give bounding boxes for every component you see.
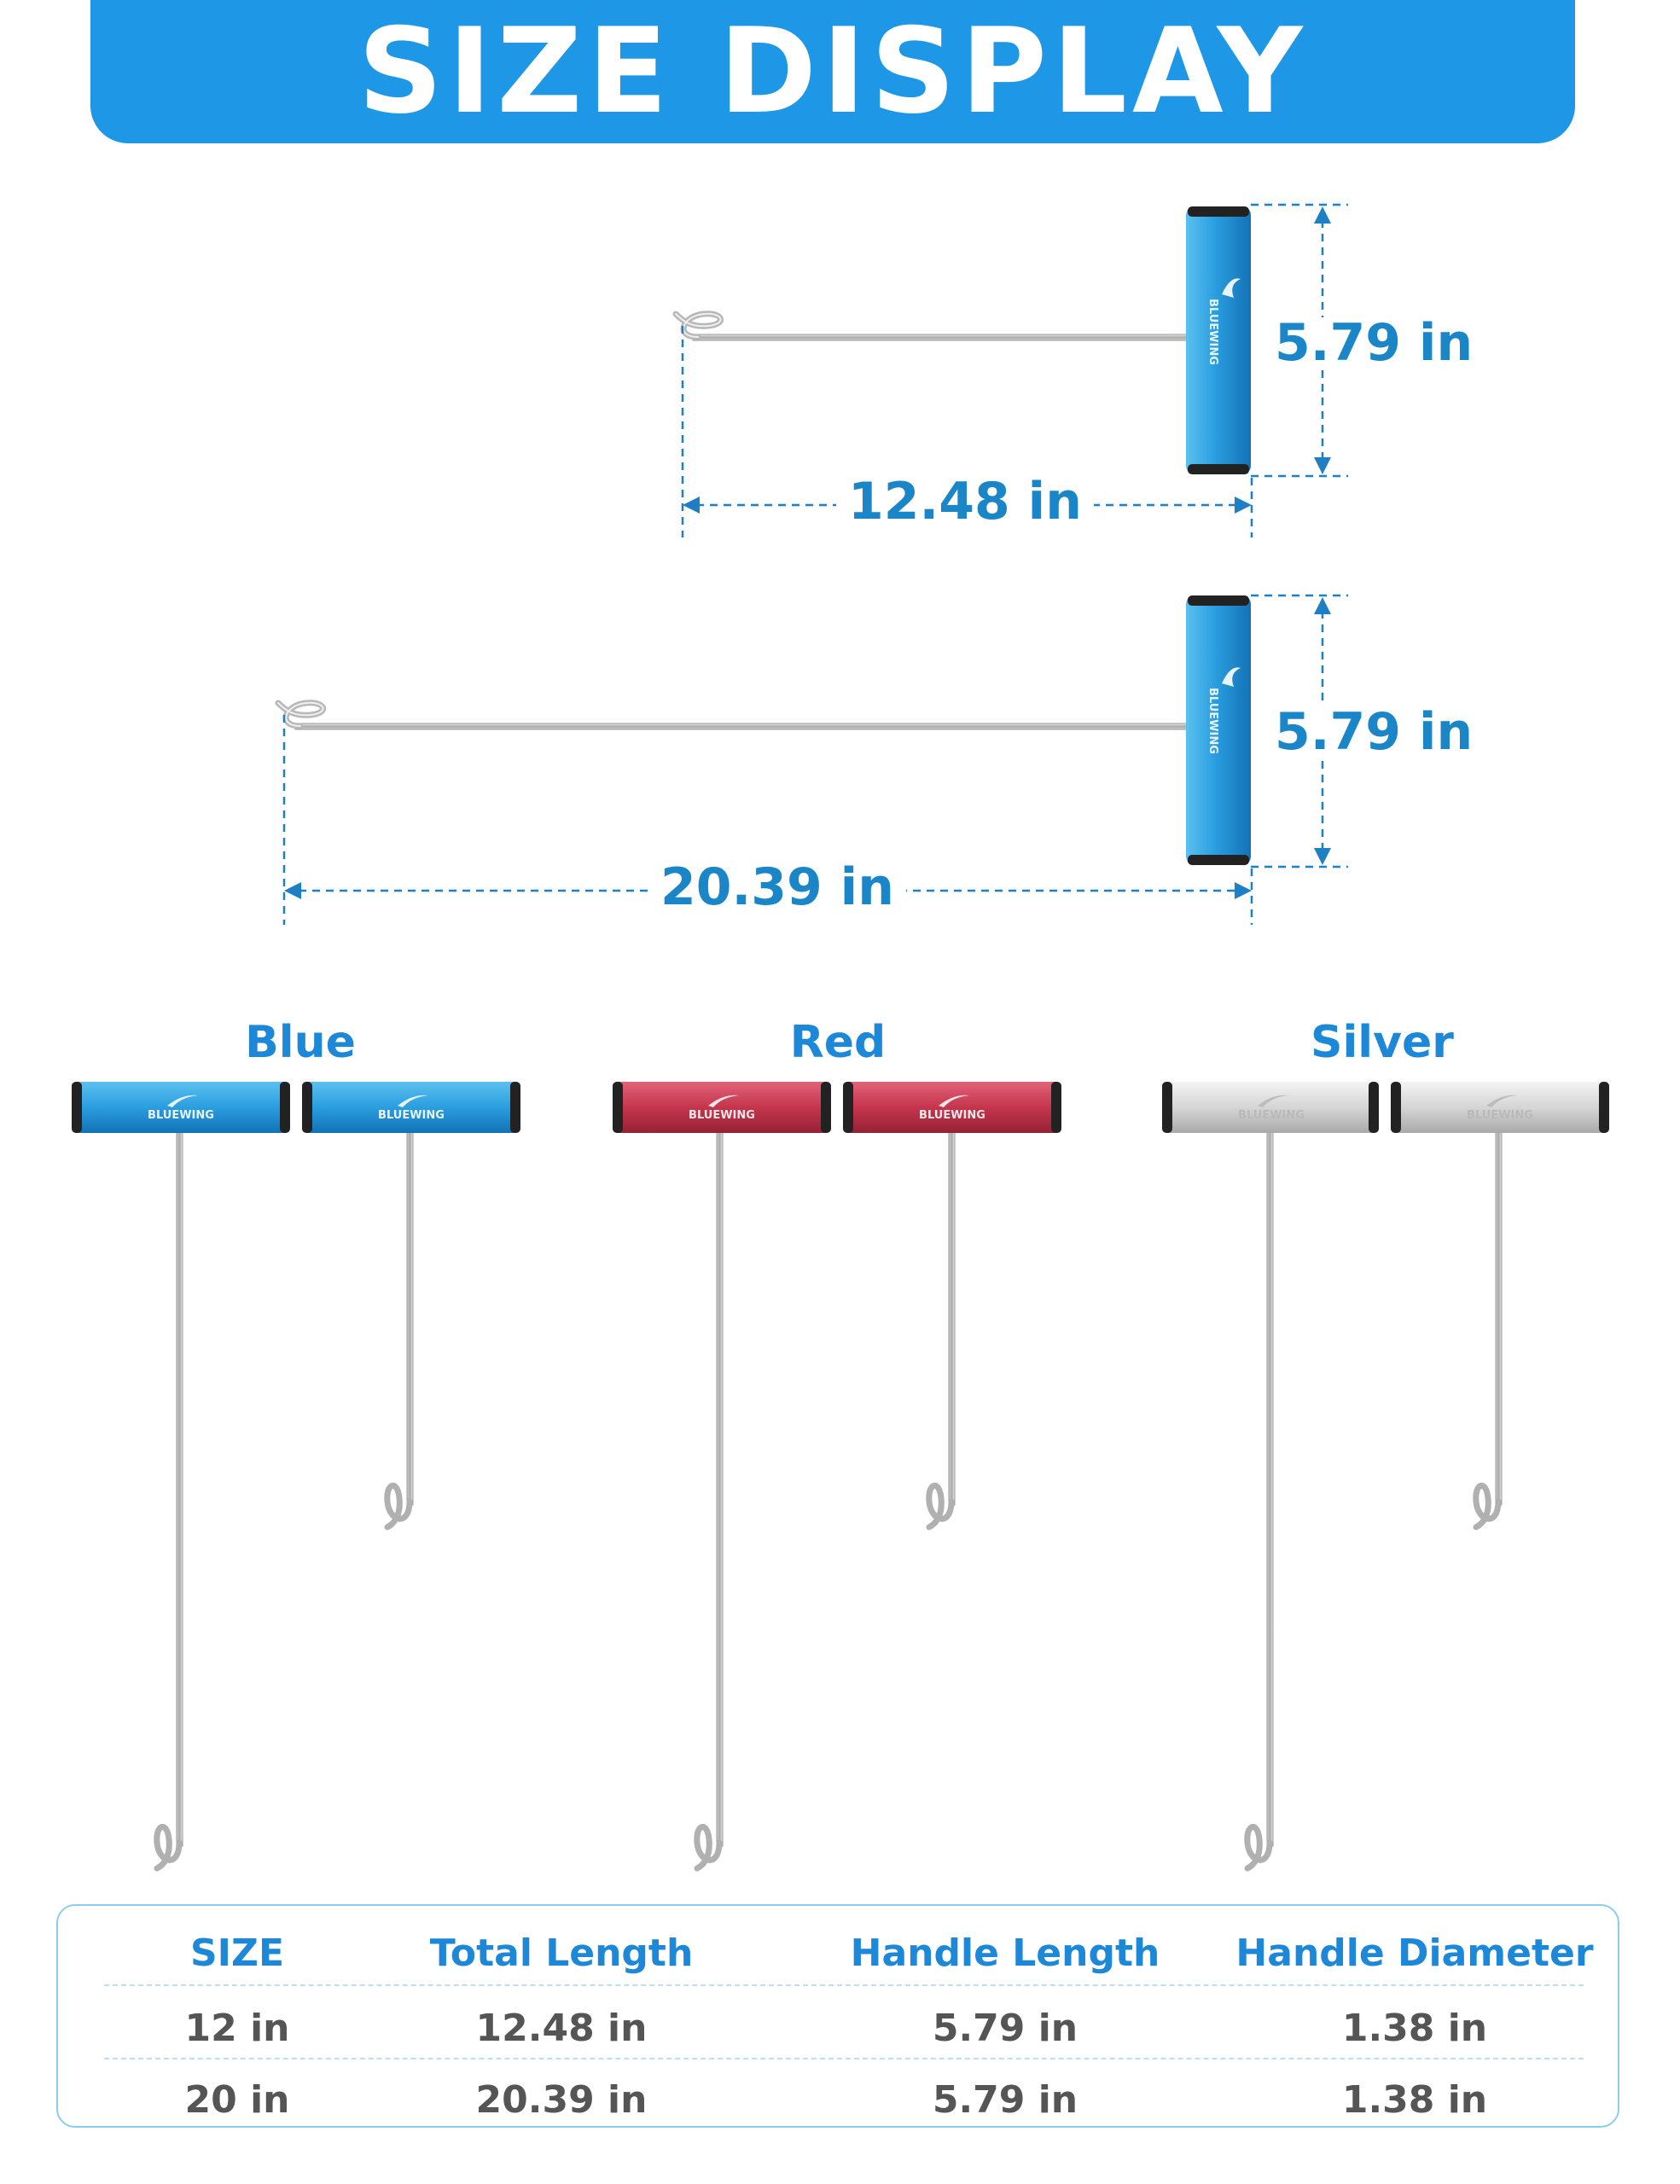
blue-tool-short: BLUEWING <box>302 1082 520 1531</box>
dimension-arrows-long <box>284 597 1331 899</box>
tool-short-horizontal: BLUEWING <box>672 206 1251 474</box>
brand-text: BLUEWING <box>1206 688 1219 754</box>
brand-text: BLUEWING <box>1467 1109 1533 1122</box>
table-row: 12 in 12.48 in 5.79 in 1.38 in <box>58 2003 1618 2054</box>
brand-text: BLUEWING <box>1238 1109 1305 1122</box>
table-cell-size: 12 in <box>184 2007 290 2050</box>
table-cell-total-length: 12.48 in <box>475 2007 648 2050</box>
table-cell-handle-diameter: 1.38 in <box>1341 2007 1488 2050</box>
dimension-lines-short <box>681 203 1348 537</box>
handle-length-label-short: 5.79 in <box>1268 317 1480 369</box>
table-cell-handle-length: 5.79 in <box>932 2007 1078 2050</box>
table-cell-handle-length: 5.79 in <box>932 2078 1078 2122</box>
total-length-label-short: 12.48 in <box>836 476 1094 527</box>
table-cell-handle-diameter: 1.38 in <box>1341 2078 1488 2122</box>
brand-text: BLUEWING <box>378 1109 445 1122</box>
table-row: 20 in 20.39 in 5.79 in 1.38 in <box>58 2075 1618 2126</box>
table-cell-total-length: 20.39 in <box>475 2078 648 2122</box>
silver-tool-short: BLUEWING <box>1391 1082 1609 1531</box>
table-header-total-length: Total Length <box>429 1931 694 1975</box>
total-length-label-long: 20.39 in <box>648 862 906 913</box>
specs-table: SIZE Total Length Handle Length Handle D… <box>56 1904 1619 2128</box>
silver-tool-long: BLUEWING <box>1162 1082 1379 1872</box>
color-label-blue: Blue <box>245 1017 356 1068</box>
color-label-red: Red <box>789 1017 887 1068</box>
color-label-silver: Silver <box>1311 1017 1454 1068</box>
red-tool-long: BLUEWING <box>613 1082 831 1872</box>
red-tool-short: BLUEWING <box>843 1082 1061 1531</box>
tool-long-horizontal: BLUEWING <box>275 595 1251 865</box>
brand-text: BLUEWING <box>919 1109 985 1122</box>
blue-tool-long: BLUEWING <box>72 1082 290 1872</box>
table-divider <box>104 1984 1584 1986</box>
brand-text: BLUEWING <box>689 1109 755 1122</box>
table-header-handle-diameter: Handle Diameter <box>1235 1931 1594 1975</box>
handle-length-label-long: 5.79 in <box>1268 706 1480 758</box>
table-cell-size: 20 in <box>184 2078 290 2122</box>
table-header-row: SIZE Total Length Handle Length Handle D… <box>58 1928 1618 1979</box>
table-divider <box>104 2058 1584 2059</box>
table-header-size: SIZE <box>189 1931 285 1975</box>
dimension-arrows-short <box>683 206 1331 514</box>
brand-text: BLUEWING <box>148 1109 214 1122</box>
table-header-handle-length: Handle Length <box>850 1931 1160 1975</box>
brand-text: BLUEWING <box>1206 299 1219 365</box>
banner-title: SIZE DISPLAY <box>358 3 1308 140</box>
size-display-banner: SIZE DISPLAY <box>90 0 1575 143</box>
